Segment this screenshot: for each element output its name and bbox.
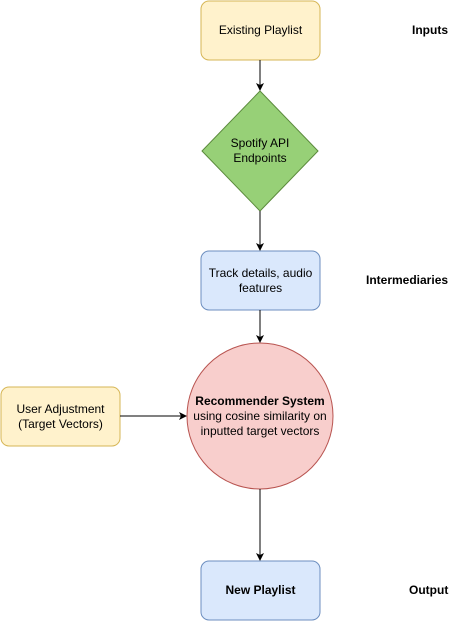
user-adjustment-text-line1: User Adjustment <box>16 401 105 416</box>
stage-label-inputs: Inputs <box>412 23 448 37</box>
track-details-label: Track details, audio features <box>201 251 320 310</box>
spotify-api-label: Spotify API Endpoints <box>212 121 308 181</box>
spotify-api-text-line1: Spotify API <box>230 136 290 150</box>
existing-playlist-label: Existing Playlist <box>201 1 320 60</box>
existing-playlist-text: Existing Playlist <box>218 23 303 37</box>
recommender-text-line2: inputted target vectors <box>200 423 320 438</box>
recommender-text-line1: using cosine similarity on <box>193 408 327 423</box>
track-details-text-line2: features <box>238 280 283 295</box>
stage-label-output: Output <box>409 583 449 597</box>
new-playlist-text: New Playlist <box>225 583 296 597</box>
user-adjustment-label: User Adjustment (Target Vectors) <box>1 387 120 446</box>
stage-label-intermediaries: Intermediaries <box>366 273 449 287</box>
spotify-api-text-line2: Endpoints <box>233 151 287 165</box>
recommender-label: Recommender System using cosine similari… <box>187 386 333 446</box>
track-details-text-line1: Track details, audio <box>208 265 313 280</box>
user-adjustment-text-line2: (Target Vectors) <box>18 416 103 431</box>
new-playlist-box <box>200 560 321 621</box>
recommender-title: Recommender System <box>195 393 325 408</box>
new-playlist-label: New Playlist <box>201 561 320 620</box>
